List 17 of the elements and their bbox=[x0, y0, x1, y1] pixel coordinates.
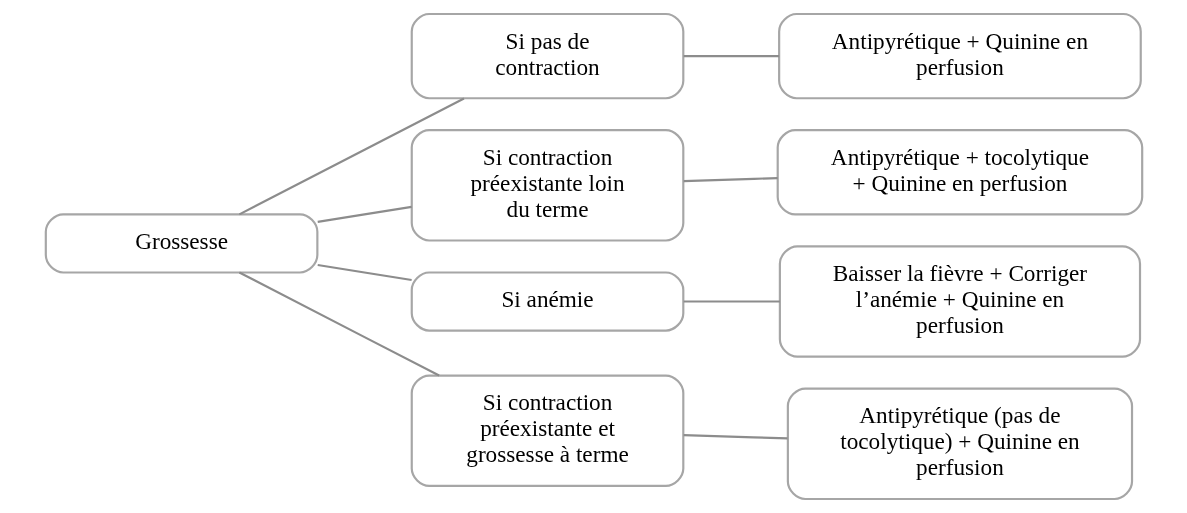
node-box: Grossesse bbox=[44, 213, 318, 274]
node-box: Antipyrétique + tocolytique + Quinine en perfusion bbox=[776, 129, 1143, 216]
node-box: Antipyrétique + Quinine en perfusion bbox=[777, 12, 1142, 100]
node-box: Si anémie bbox=[410, 271, 684, 332]
connector bbox=[238, 97, 464, 216]
node-box: Si contraction préexistante loin du terme bbox=[410, 129, 684, 242]
node-box: Si pas de contraction bbox=[410, 12, 684, 100]
connector bbox=[317, 263, 412, 282]
node-box: Antipyrétique (pas de tocolytique) + Quinine en perfusion bbox=[786, 387, 1133, 501]
connector bbox=[238, 271, 440, 377]
connector bbox=[683, 300, 780, 303]
node-box: Si contraction préexistante et grossesse à terme bbox=[410, 374, 684, 488]
connector bbox=[683, 176, 778, 183]
connector bbox=[683, 433, 788, 440]
node-box: Baisser la fièvre + Corriger l’anémie + Quinine en perfusion bbox=[778, 245, 1141, 358]
connector bbox=[683, 55, 779, 58]
connector bbox=[317, 205, 412, 223]
